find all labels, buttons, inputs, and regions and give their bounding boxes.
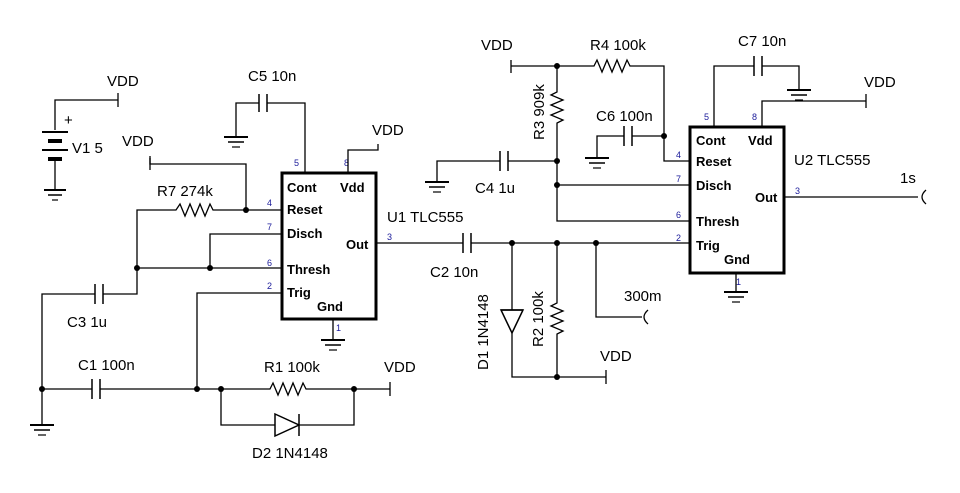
u2-pnum-2: 2 bbox=[676, 233, 681, 243]
c2-label: C2 10n bbox=[430, 264, 478, 281]
probe-1s-label: 1s bbox=[900, 170, 916, 187]
v1-label: V1 5 bbox=[72, 140, 103, 157]
u2-pin-reset: Reset bbox=[696, 154, 732, 169]
c7-label: C7 10n bbox=[738, 33, 786, 50]
ground-u2 bbox=[724, 273, 748, 303]
c4-capacitor bbox=[425, 151, 557, 193]
vdd-label-r3: VDD bbox=[481, 37, 513, 54]
r3-resistor bbox=[549, 66, 690, 222]
d1-diode bbox=[499, 243, 607, 384]
probe-300m bbox=[595, 243, 649, 325]
u1-pin-gnd: Gnd bbox=[317, 299, 343, 314]
u2-pnum-5: 5 bbox=[704, 112, 709, 122]
u1-pin-reset: Reset bbox=[287, 202, 323, 217]
c3-label: C3 1u bbox=[67, 314, 107, 331]
u1-pin-disch: Disch bbox=[287, 226, 322, 241]
r2-resistor bbox=[549, 243, 565, 377]
vdd-label-v1: VDD bbox=[107, 73, 139, 90]
u2-pin-trig: Trig bbox=[696, 238, 720, 253]
c6-label: C6 100n bbox=[596, 108, 653, 125]
vdd-label-r2: VDD bbox=[600, 348, 632, 365]
u1-pin-cont: Cont bbox=[287, 180, 317, 195]
vdd-label-reset: VDD bbox=[122, 133, 154, 150]
probe-1s bbox=[784, 189, 927, 205]
u2-pin-out: Out bbox=[755, 190, 778, 205]
u2-pin-disch: Disch bbox=[696, 178, 731, 193]
r7-label: R7 274k bbox=[157, 183, 213, 200]
u1-pnum-7: 7 bbox=[267, 222, 272, 232]
u2-pnum-1: 1 bbox=[736, 277, 741, 287]
u1-label: U1 TLC555 bbox=[387, 209, 463, 226]
d2-diode bbox=[220, 389, 355, 438]
u1-pin-trig: Trig bbox=[287, 285, 311, 300]
c6-capacitor bbox=[585, 126, 664, 169]
r2-label: R2 100k bbox=[530, 291, 547, 347]
r1-label: R1 100k bbox=[264, 359, 320, 376]
vdd-label-u2: VDD bbox=[864, 74, 896, 91]
c7-capacitor bbox=[713, 56, 811, 127]
u2-pnum-8: 8 bbox=[752, 112, 757, 122]
c2-capacitor bbox=[376, 233, 690, 253]
u2-pin-gnd: Gnd bbox=[724, 252, 750, 267]
u2-pnum-6: 6 bbox=[676, 210, 681, 220]
u1-pnum-4: 4 bbox=[267, 198, 272, 208]
c1-label: C1 100n bbox=[78, 357, 135, 374]
u2-chip bbox=[688, 125, 786, 275]
u2-pin-vdd: Vdd bbox=[748, 133, 773, 148]
r4-label: R4 100k bbox=[590, 37, 646, 54]
c4-label: C4 1u bbox=[475, 180, 515, 197]
u2-pin-cont: Cont bbox=[696, 133, 726, 148]
u1-pnum-8: 8 bbox=[344, 158, 349, 168]
r4-resistor bbox=[557, 58, 690, 162]
u1-pnum-3: 3 bbox=[387, 232, 392, 242]
u2-pnum-7: 7 bbox=[676, 174, 681, 184]
u2-pin-thresh: Thresh bbox=[696, 214, 739, 229]
u1-chip bbox=[280, 171, 378, 321]
r7-resistor bbox=[136, 202, 246, 268]
u1-pin-thresh: Thresh bbox=[287, 262, 330, 277]
u1-pin-out: Out bbox=[346, 237, 369, 252]
u1-pnum-6: 6 bbox=[267, 258, 272, 268]
u2-label: U2 TLC555 bbox=[794, 152, 870, 169]
r3-label: R3 909k bbox=[531, 84, 548, 140]
u1-pnum-1: 1 bbox=[336, 323, 341, 333]
d2-label: D2 1N4148 bbox=[252, 445, 328, 462]
v1-battery bbox=[42, 93, 119, 201]
u1-pin-vdd: Vdd bbox=[340, 180, 365, 195]
r1-resistor bbox=[197, 381, 391, 397]
vdd-label-u1: VDD bbox=[372, 122, 404, 139]
c5-label: C5 10n bbox=[248, 68, 296, 85]
c5-capacitor bbox=[224, 94, 306, 173]
u2-pnum-3: 3 bbox=[795, 186, 800, 196]
c1-capacitor bbox=[42, 379, 197, 399]
vdd-label-r1: VDD bbox=[384, 359, 416, 376]
u1-pnum-5: 5 bbox=[294, 158, 299, 168]
ground-u1 bbox=[321, 319, 345, 351]
u2-pnum-4: 4 bbox=[676, 150, 681, 160]
probe-300m-label: 300m bbox=[624, 288, 662, 305]
d1-label: D1 1N4148 bbox=[475, 294, 492, 370]
u1-pnum-2: 2 bbox=[267, 281, 272, 291]
v1-polarity: + bbox=[64, 112, 73, 129]
c3-capacitor bbox=[30, 268, 138, 436]
